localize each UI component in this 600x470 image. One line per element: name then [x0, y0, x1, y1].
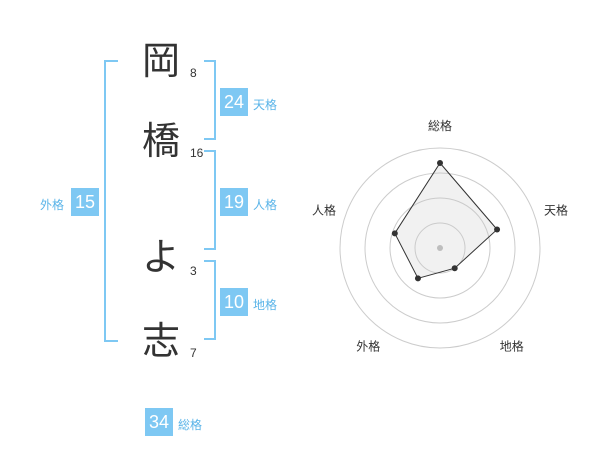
radar-point-5 — [391, 230, 398, 237]
radar-point-3 — [451, 265, 458, 272]
gaikaku-bracket — [104, 60, 118, 342]
radar-point-2 — [494, 226, 501, 233]
radar-point-1 — [437, 160, 443, 166]
radar-axis-label-3: 地格 — [500, 339, 524, 354]
radar-points — [391, 160, 501, 282]
soukaku-value-badge: 34 — [145, 408, 173, 436]
soukaku-label: 総格 — [178, 418, 203, 432]
radar-ring-3 — [364, 172, 516, 324]
name-char-3: よ — [141, 235, 180, 279]
radar-axis-label-4: 外格 — [356, 339, 380, 354]
radar-axis-label-5: 人格 — [312, 202, 336, 217]
radar-rings — [339, 147, 541, 349]
chikaku-label: 地格 — [253, 298, 278, 312]
radar-axis-label-2: 天格 — [544, 202, 568, 217]
jinkaku-bracket — [204, 150, 216, 250]
chikaku-value-badge: 10 — [220, 288, 248, 316]
tenkaku-value-badge: 24 — [220, 88, 248, 116]
tenkaku-bracket — [204, 60, 216, 140]
radar-axis-label-1: 総格 — [428, 118, 452, 133]
radar-ring-4 — [339, 147, 541, 349]
jinkaku-label: 人格 — [253, 198, 278, 212]
radar-area — [394, 162, 498, 279]
gaikaku-value-badge: 15 — [71, 188, 99, 216]
name-char-4: 志 — [141, 319, 180, 363]
stroke-count-4: 7 — [190, 346, 197, 360]
radar-ring-2 — [389, 197, 491, 299]
chikaku-bracket — [204, 260, 216, 340]
radar-ring-1 — [414, 222, 466, 274]
name-char-1: 岡 — [141, 39, 180, 83]
radar-center-dot — [437, 245, 443, 251]
tenkaku-label: 天格 — [253, 98, 278, 112]
name-char-2: 橋 — [141, 119, 180, 163]
gaikaku-label: 外格 — [40, 198, 65, 212]
stroke-count-3: 3 — [190, 264, 197, 278]
radar-point-4 — [414, 275, 421, 282]
stroke-count-2: 16 — [190, 146, 204, 160]
jinkaku-value-badge: 19 — [220, 188, 248, 216]
stroke-count-1: 8 — [190, 66, 197, 80]
